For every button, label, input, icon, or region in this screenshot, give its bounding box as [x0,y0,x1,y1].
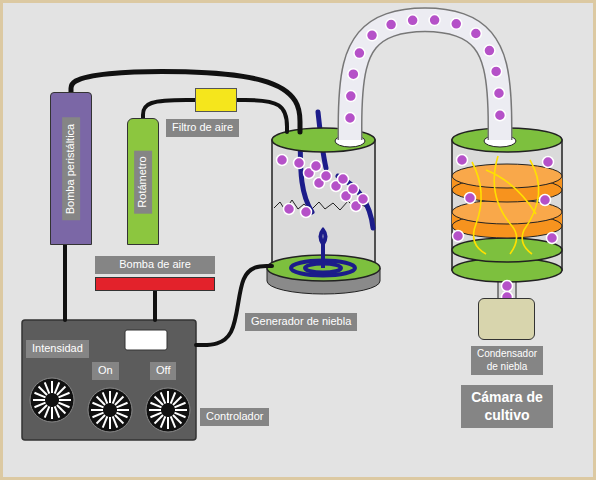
label-tag: Rotámetro [134,150,152,213]
mist-droplet [354,48,365,59]
mist-droplet [457,155,468,166]
air-hose [237,100,287,132]
label-tag: Filtro de aire [166,119,239,137]
culture-chamber: Cámara de cultivo [452,128,562,282]
mist-droplet [491,66,502,77]
label-tag: On [92,362,119,380]
label-tag: Off [150,362,176,380]
label-tag: Intensidad [26,340,89,358]
mist-droplet [543,157,554,168]
knob [146,388,190,432]
mist-droplet [345,113,356,124]
pump-box: Bomba peristáltica [50,92,92,245]
mist-droplet [386,19,397,30]
mist-droplet [345,91,356,102]
fog-generator-vessel [267,112,380,294]
flowmeter-box: Rotámetro [127,118,159,245]
controller-box: IntensidadOnOffControlador [22,320,196,440]
power-cable [155,291,156,320]
knob [30,378,74,422]
mist-droplet [502,281,513,292]
mist-droplet [547,233,558,244]
knob [88,388,132,432]
mist-droplet [358,194,369,205]
label-tag: Bomba peristáltica [62,117,80,220]
mist-droplet [451,18,462,29]
controller-housing [22,320,196,440]
mist-droplet [348,184,359,195]
mist-droplet [348,69,359,80]
mist-droplet [284,204,295,215]
filter-box: Filtro de aire [195,88,237,112]
label-tag: Condensador de niebla [471,346,543,375]
fog-generator: Generador de niebla [272,128,375,282]
fog-tube [345,15,506,140]
mist-droplet [321,171,332,182]
mist-droplet [453,231,464,242]
mist-droplet [465,193,476,204]
label-tag: Generador de niebla [245,313,357,331]
label-tag: Cámara de cultivo [461,385,553,428]
mist-droplet [470,28,481,39]
mist-droplet [367,30,378,41]
air-hose [143,100,195,118]
mist-droplet [494,110,505,121]
air-pump-body [95,277,215,291]
label-tag: Controlador [200,408,269,426]
mist-droplet [311,161,322,172]
fog-condenser: Condensador de niebla [478,298,535,340]
mist-droplet [540,195,551,206]
mist-droplet [429,15,440,26]
mist-droplet [493,88,504,99]
air-pump: Bomba de aire [95,256,215,291]
label-tag: Bomba de aire [95,256,215,274]
mist-droplet [294,158,305,169]
mist-droplet [484,45,495,56]
mist-droplet [301,207,312,218]
mist-droplet [407,15,418,26]
mist-droplet [277,155,288,166]
power-cable [65,245,66,320]
culture-chamber-vessel [452,128,562,303]
mist-droplet [338,174,349,185]
